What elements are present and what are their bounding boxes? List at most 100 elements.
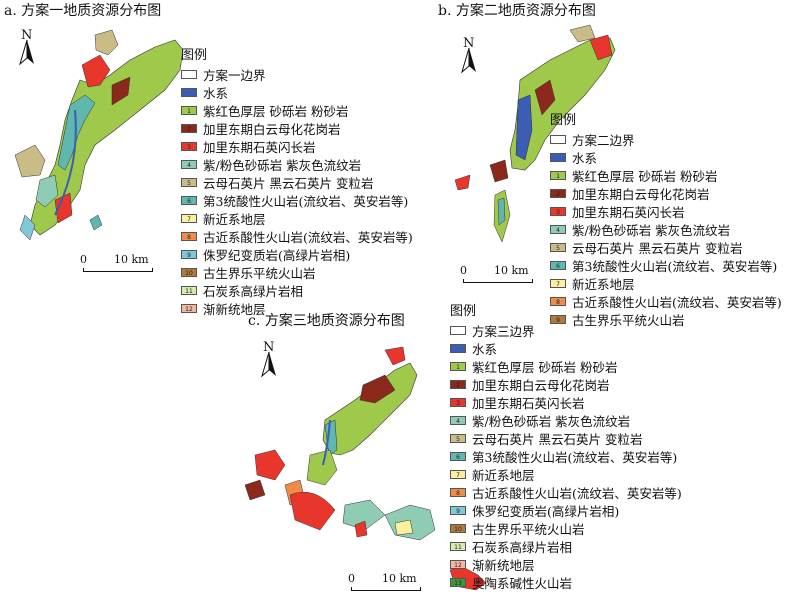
scale-length: 10 km bbox=[382, 572, 417, 585]
legend-swatch bbox=[450, 343, 466, 353]
legend-item: 水系 bbox=[181, 83, 413, 101]
scale-length: 10 km bbox=[114, 253, 149, 266]
legend-item: 4 紫/粉色砂砾岩 紫灰色流纹岩 bbox=[181, 155, 413, 173]
scale-bar-b: 0 10 km bbox=[460, 264, 540, 286]
panel-c-title: c. 方案三地质资源分布图 bbox=[248, 313, 405, 329]
legend-swatch: 2 bbox=[550, 188, 566, 198]
legend-title: 图例 bbox=[181, 48, 208, 63]
north-label: N bbox=[21, 28, 33, 43]
north-arrow-icon: N bbox=[456, 36, 482, 76]
scale-zero: 0 bbox=[348, 572, 355, 585]
legend-label: 侏罗纪变质岩(高绿片岩相) bbox=[472, 503, 620, 519]
legend-label: 紫/粉色砂砾岩 紫灰色流纹岩 bbox=[203, 157, 362, 173]
scale-zero: 0 bbox=[460, 264, 467, 277]
legend-swatch: 5 bbox=[450, 433, 466, 443]
scale-bar-a: 0 10 km bbox=[80, 253, 160, 275]
panel-b-title: b. 方案二地质资源分布图 bbox=[438, 3, 596, 19]
legend-label: 水系 bbox=[572, 150, 598, 166]
map-c bbox=[245, 346, 436, 541]
legend-label: 紫/粉色砂砾岩 紫灰色流纹岩 bbox=[472, 413, 631, 429]
scale-length: 10 km bbox=[494, 264, 529, 277]
legend-label: 紫红色厚层 砂砾岩 粉砂岩 bbox=[203, 103, 349, 119]
legend-label: 新近系地层 bbox=[472, 467, 535, 483]
legend-item: 8 古近系酸性火山岩(流纹岩、英安岩等) bbox=[450, 483, 682, 501]
legend-label: 紫红色厚层 砂砾岩 粉砂岩 bbox=[472, 359, 618, 375]
north-label: N bbox=[263, 340, 275, 355]
legend-swatch bbox=[181, 69, 197, 79]
legend-swatch: 12 bbox=[181, 303, 197, 313]
legend-swatch: 7 bbox=[550, 278, 566, 288]
legend-title: 图例 bbox=[550, 113, 577, 128]
legend-label: 渐新统地层 bbox=[203, 301, 266, 317]
legend-label: 加里东期石英闪长岩 bbox=[472, 395, 585, 411]
legend-swatch: 3 bbox=[550, 206, 566, 216]
legend-label: 方案三边界 bbox=[472, 323, 535, 339]
legend-label: 新近系地层 bbox=[203, 211, 266, 227]
legend-label: 古近系酸性火山岩(流纹岩、英安岩等) bbox=[203, 229, 413, 245]
legend-label: 古生界乐平统火山岩 bbox=[203, 265, 316, 281]
legend-label: 古生界乐平统火山岩 bbox=[572, 312, 685, 328]
legend-swatch bbox=[550, 134, 566, 144]
legend-swatch: 1 bbox=[181, 105, 197, 115]
north-label: N bbox=[463, 36, 475, 51]
legend-label: 第3统酸性火山岩(流纹岩、英安岩等) bbox=[572, 258, 778, 274]
legend-label: 水系 bbox=[472, 341, 498, 357]
legend-item: 9 侏罗纪变质岩(高绿片岩相) bbox=[450, 501, 682, 519]
legend-label: 云母石英片 黑云石英片 变粒岩 bbox=[572, 240, 743, 256]
legend-label: 石炭系高绿片岩相 bbox=[203, 283, 304, 299]
legend-item: 方案三边界 bbox=[450, 321, 682, 339]
legend-swatch: 8 bbox=[450, 487, 466, 497]
legend-swatch: 1 bbox=[450, 361, 466, 371]
legend-swatch: 3 bbox=[181, 141, 197, 151]
legend-label: 加里东期白云母化花岗岩 bbox=[472, 377, 610, 393]
legend-label: 渐新统地层 bbox=[472, 557, 535, 573]
legend-label: 紫红色厚层 砂砾岩 粉砂岩 bbox=[572, 168, 718, 184]
legend-item: 1 紫红色厚层 砂砾岩 粉砂岩 bbox=[181, 101, 413, 119]
legend-swatch: 9 bbox=[450, 505, 466, 515]
legend-swatch: 2 bbox=[181, 123, 197, 133]
north-arrow-icon: N bbox=[256, 340, 282, 380]
legend-item: 方案一边界 bbox=[181, 65, 413, 83]
legend-swatch bbox=[450, 325, 466, 335]
legend-swatch: 10 bbox=[450, 523, 466, 533]
legend-swatch: 4 bbox=[181, 159, 197, 169]
legend-swatch: 3 bbox=[450, 397, 466, 407]
legend-label: 新近系地层 bbox=[572, 276, 635, 292]
legend-swatch: 7 bbox=[181, 213, 197, 223]
legend-swatch: 8 bbox=[550, 296, 566, 306]
legend-label: 古近系酸性火山岩(流纹岩、英安岩等) bbox=[472, 485, 682, 501]
legend-item: 1 紫红色厚层 砂砾岩 粉砂岩 bbox=[450, 357, 682, 375]
legend-item: 12 渐新统地层 bbox=[181, 299, 413, 317]
legend-label: 奥陶系碱性火山岩 bbox=[472, 575, 573, 591]
legend-item: 7 新近系地层 bbox=[181, 209, 413, 227]
legend-label: 云母石英片 黑云石英片 变粒岩 bbox=[472, 431, 643, 447]
legend-label: 方案一边界 bbox=[203, 67, 266, 83]
legend-label: 古近系酸性火山岩(流纹岩、英安岩等) bbox=[572, 294, 782, 310]
legend-item: 水系 bbox=[550, 148, 782, 166]
